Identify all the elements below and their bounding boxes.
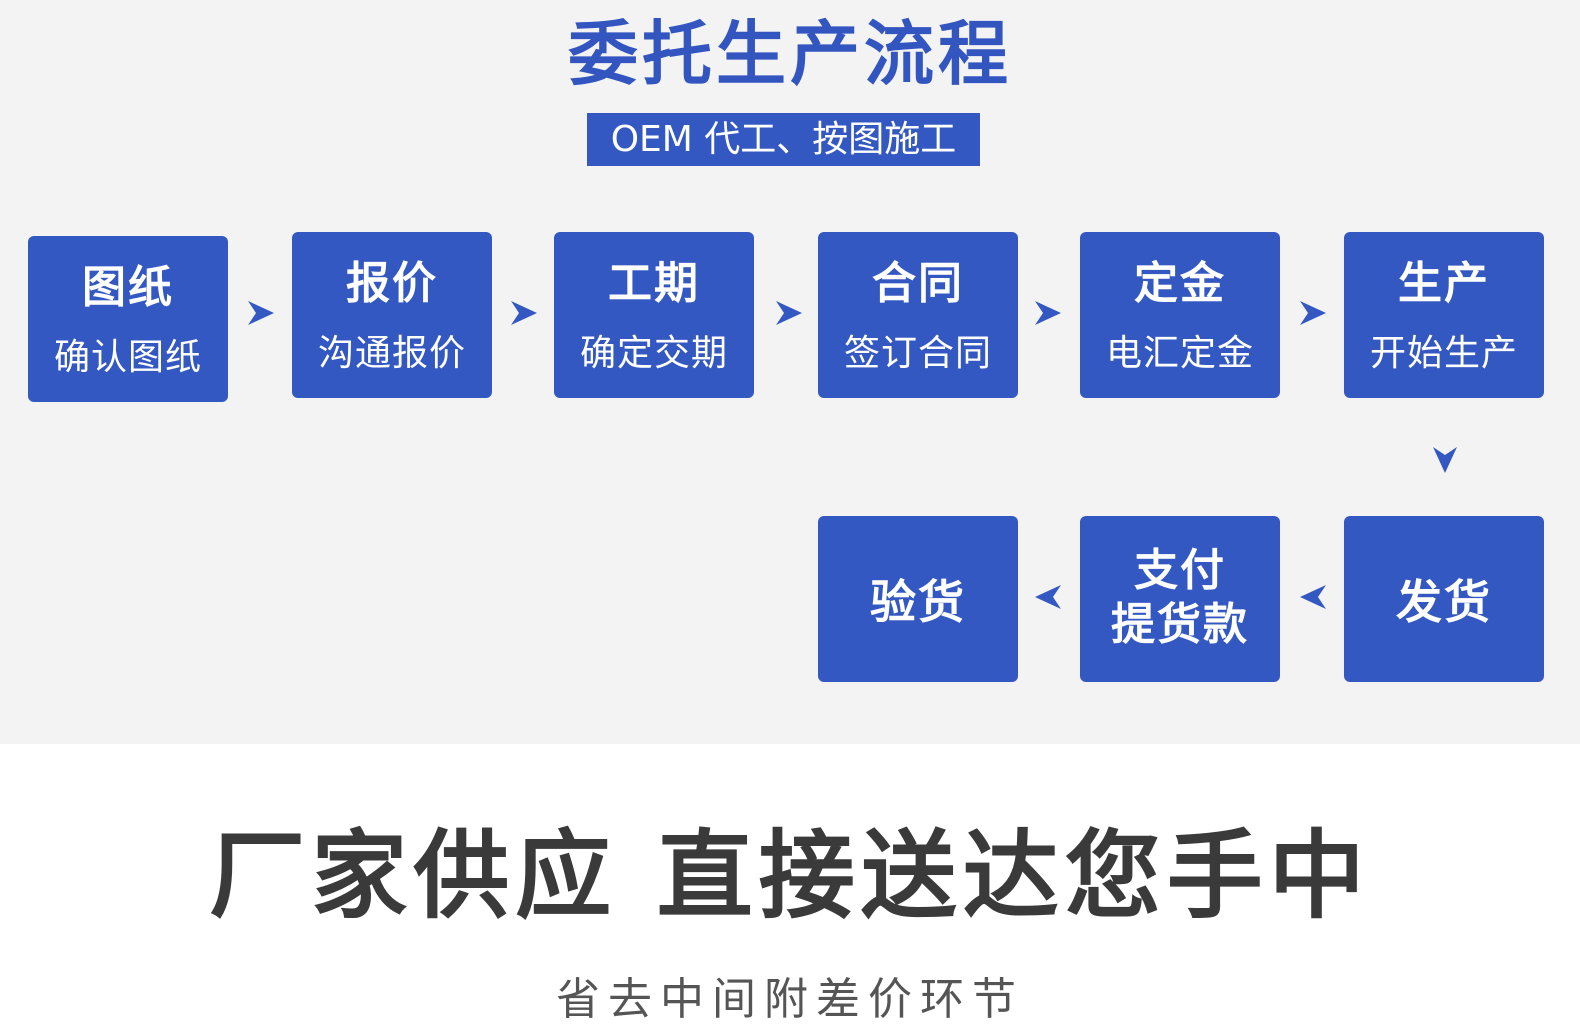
step-title: 发货 <box>1396 575 1492 629</box>
step-subtitle: 电汇定金 <box>1105 333 1254 374</box>
arrow-left-icon <box>1300 585 1326 609</box>
arrow-down-icon <box>1433 447 1457 473</box>
step-shipping: 发货 <box>1344 516 1544 682</box>
step-payment: 支付 提货款 <box>1080 516 1280 682</box>
step-title: 支付 <box>1134 545 1226 596</box>
step-title: 验货 <box>870 575 966 629</box>
step-title: 定金 <box>1134 258 1226 309</box>
step-title-block: 支付 提货款 <box>1080 544 1280 652</box>
arrow-left-icon <box>1035 585 1061 609</box>
step-schedule: 工期 确定交期 <box>554 232 754 398</box>
arrow-right-icon <box>1035 301 1061 325</box>
process-section: 委托生产流程 OEM 代工、按图施工 图纸 确认图纸 报价 沟通报价 工期 确定… <box>0 0 1580 744</box>
step-inspection: 验货 <box>818 516 1018 682</box>
step-subtitle: 确认图纸 <box>53 337 202 378</box>
step-production: 生产 开始生产 <box>1344 232 1544 398</box>
arrow-right-icon <box>1300 301 1326 325</box>
arrow-right-icon <box>248 301 274 325</box>
step-title: 工期 <box>608 258 700 309</box>
step-subtitle: 提货款 <box>1111 599 1249 650</box>
bottom-subheading: 省去中间附差价环节 <box>556 974 1024 1025</box>
step-quote: 报价 沟通报价 <box>292 232 492 398</box>
arrow-right-icon <box>511 301 537 325</box>
step-title: 报价 <box>346 258 438 309</box>
step-subtitle: 开始生产 <box>1369 333 1518 374</box>
page-title: 委托生产流程 <box>568 13 1012 95</box>
step-drawing: 图纸 确认图纸 <box>28 236 228 402</box>
step-deposit: 定金 电汇定金 <box>1080 232 1280 398</box>
step-contract: 合同 签订合同 <box>818 232 1018 398</box>
step-title: 合同 <box>872 258 964 309</box>
arrow-right-icon <box>776 301 802 325</box>
bottom-heading: 厂家供应 直接送达您手中 <box>209 820 1371 932</box>
step-subtitle: 沟通报价 <box>317 333 466 374</box>
step-subtitle: 签订合同 <box>843 333 992 374</box>
step-title: 图纸 <box>82 262 174 313</box>
subtitle-badge: OEM 代工、按图施工 <box>587 113 980 166</box>
step-title: 生产 <box>1398 258 1490 309</box>
step-subtitle: 确定交期 <box>579 333 728 374</box>
